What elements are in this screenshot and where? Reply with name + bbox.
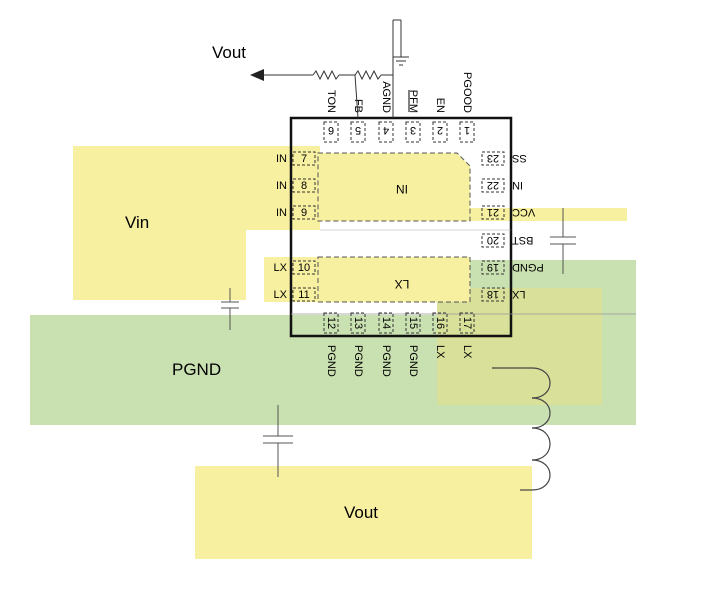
pin-4-number: 4 [383, 124, 389, 136]
pin-12-pad [323, 312, 339, 334]
vout-arrow-icon [250, 69, 264, 81]
pin-23-name: SS [512, 152, 527, 164]
lx-pad-label: LX [395, 277, 410, 291]
pin-16-name: LX [434, 345, 446, 359]
output-capacitor [263, 405, 293, 477]
pin-10-pad [292, 260, 316, 275]
pin-20-pad [481, 233, 505, 248]
pin-23-number: 23 [487, 152, 499, 164]
pin-9-pad [292, 205, 316, 220]
pin-20-name: BST [512, 234, 534, 246]
pin-14-pad [378, 312, 394, 334]
pin-2-number: 2 [437, 124, 443, 136]
pin-16-pad [432, 312, 448, 334]
pin-5-name: FB [352, 99, 364, 113]
pin-12-name: PGND [325, 345, 337, 377]
pin-10-number: 10 [298, 262, 310, 274]
pin-7-pad [292, 151, 316, 166]
pin-23-pad [481, 151, 505, 166]
pin-5-pad [350, 121, 366, 143]
pin-18-number: 18 [487, 288, 499, 300]
pin-22-pad [481, 178, 505, 193]
pin-2-name: EN [434, 98, 446, 113]
vin-label: Vin [125, 213, 149, 232]
pin-14-number: 14 [380, 317, 392, 329]
vout-copper-area [195, 466, 532, 559]
pin-1-number: 1 [464, 124, 470, 136]
pin-21-pad [481, 205, 505, 220]
bst-capacitor [550, 208, 576, 274]
pin-20-number: 20 [487, 234, 499, 246]
pin-19-number: 19 [487, 261, 499, 273]
pin-22-name: IN [512, 179, 523, 191]
pin-17-number: 17 [461, 317, 473, 329]
vout-top-label: Vout [212, 43, 246, 62]
pin-11-name: LX [274, 289, 288, 301]
pin-12-number: 12 [325, 317, 337, 329]
pin-19-pad [481, 260, 505, 275]
vin-to-in-copper [204, 146, 320, 230]
pin-13-name: PGND [352, 345, 364, 377]
pin-8-pad [292, 178, 316, 193]
pin-5-number: 5 [355, 124, 361, 136]
pin-10-name: LX [274, 262, 288, 274]
pin-4-pad [378, 121, 394, 143]
pin-2-pad [432, 121, 448, 143]
pin-21-name: VCC [512, 206, 535, 218]
inductor-icon [492, 367, 551, 491]
pin-15-pad [405, 312, 421, 334]
lx-exposed-pad [317, 256, 471, 303]
pin-13-number: 13 [352, 317, 364, 329]
pin-1-pad [459, 121, 475, 143]
pin-22-number: 22 [487, 179, 499, 191]
pin-8-name: IN [276, 180, 287, 192]
pin-21-number: 21 [487, 206, 499, 218]
in-exposed-pad [317, 152, 471, 222]
pin-9-name: IN [276, 207, 287, 219]
vout-bottom-label: Vout [344, 503, 378, 522]
pin-17-name: LX [461, 345, 473, 359]
pgnd-label: PGND [172, 360, 221, 379]
pin-8-number: 8 [301, 180, 307, 192]
pin-3-number: 3 [410, 124, 416, 136]
pin-18-pad [481, 287, 505, 302]
vin-capacitor [221, 288, 239, 330]
pin-11-pad [292, 287, 316, 302]
pin-9-number: 9 [301, 207, 307, 219]
vcc-copper-strip [470, 208, 627, 221]
pin-15-number: 15 [407, 317, 419, 329]
pin-3-name: PFM [407, 90, 419, 113]
feedback-network [262, 19, 409, 119]
ic-package-outline [289, 116, 513, 338]
pin-13-pad [350, 312, 366, 334]
pin-16-number: 16 [434, 317, 446, 329]
in-pad-label: IN [396, 182, 408, 196]
pin-14-name: PGND [380, 345, 392, 377]
pin-18-name: LX [511, 288, 525, 300]
pin-17-pad [459, 312, 475, 334]
pin-7-number: 7 [301, 153, 307, 165]
pin-3-pad [405, 121, 421, 143]
pin-11-number: 11 [298, 289, 309, 301]
pin-19-name: PGND [512, 261, 544, 273]
pin-1-name: PGOOD [461, 72, 473, 113]
pin-7-name: IN [276, 153, 287, 165]
pin-4-name: AGND [380, 81, 392, 113]
pin-6-pad [323, 121, 339, 143]
pin-6-name: TON [325, 90, 337, 113]
pin-15-name: PGND [407, 345, 419, 377]
pin-6-number: 6 [328, 124, 334, 136]
lx-copper-area [437, 288, 602, 405]
